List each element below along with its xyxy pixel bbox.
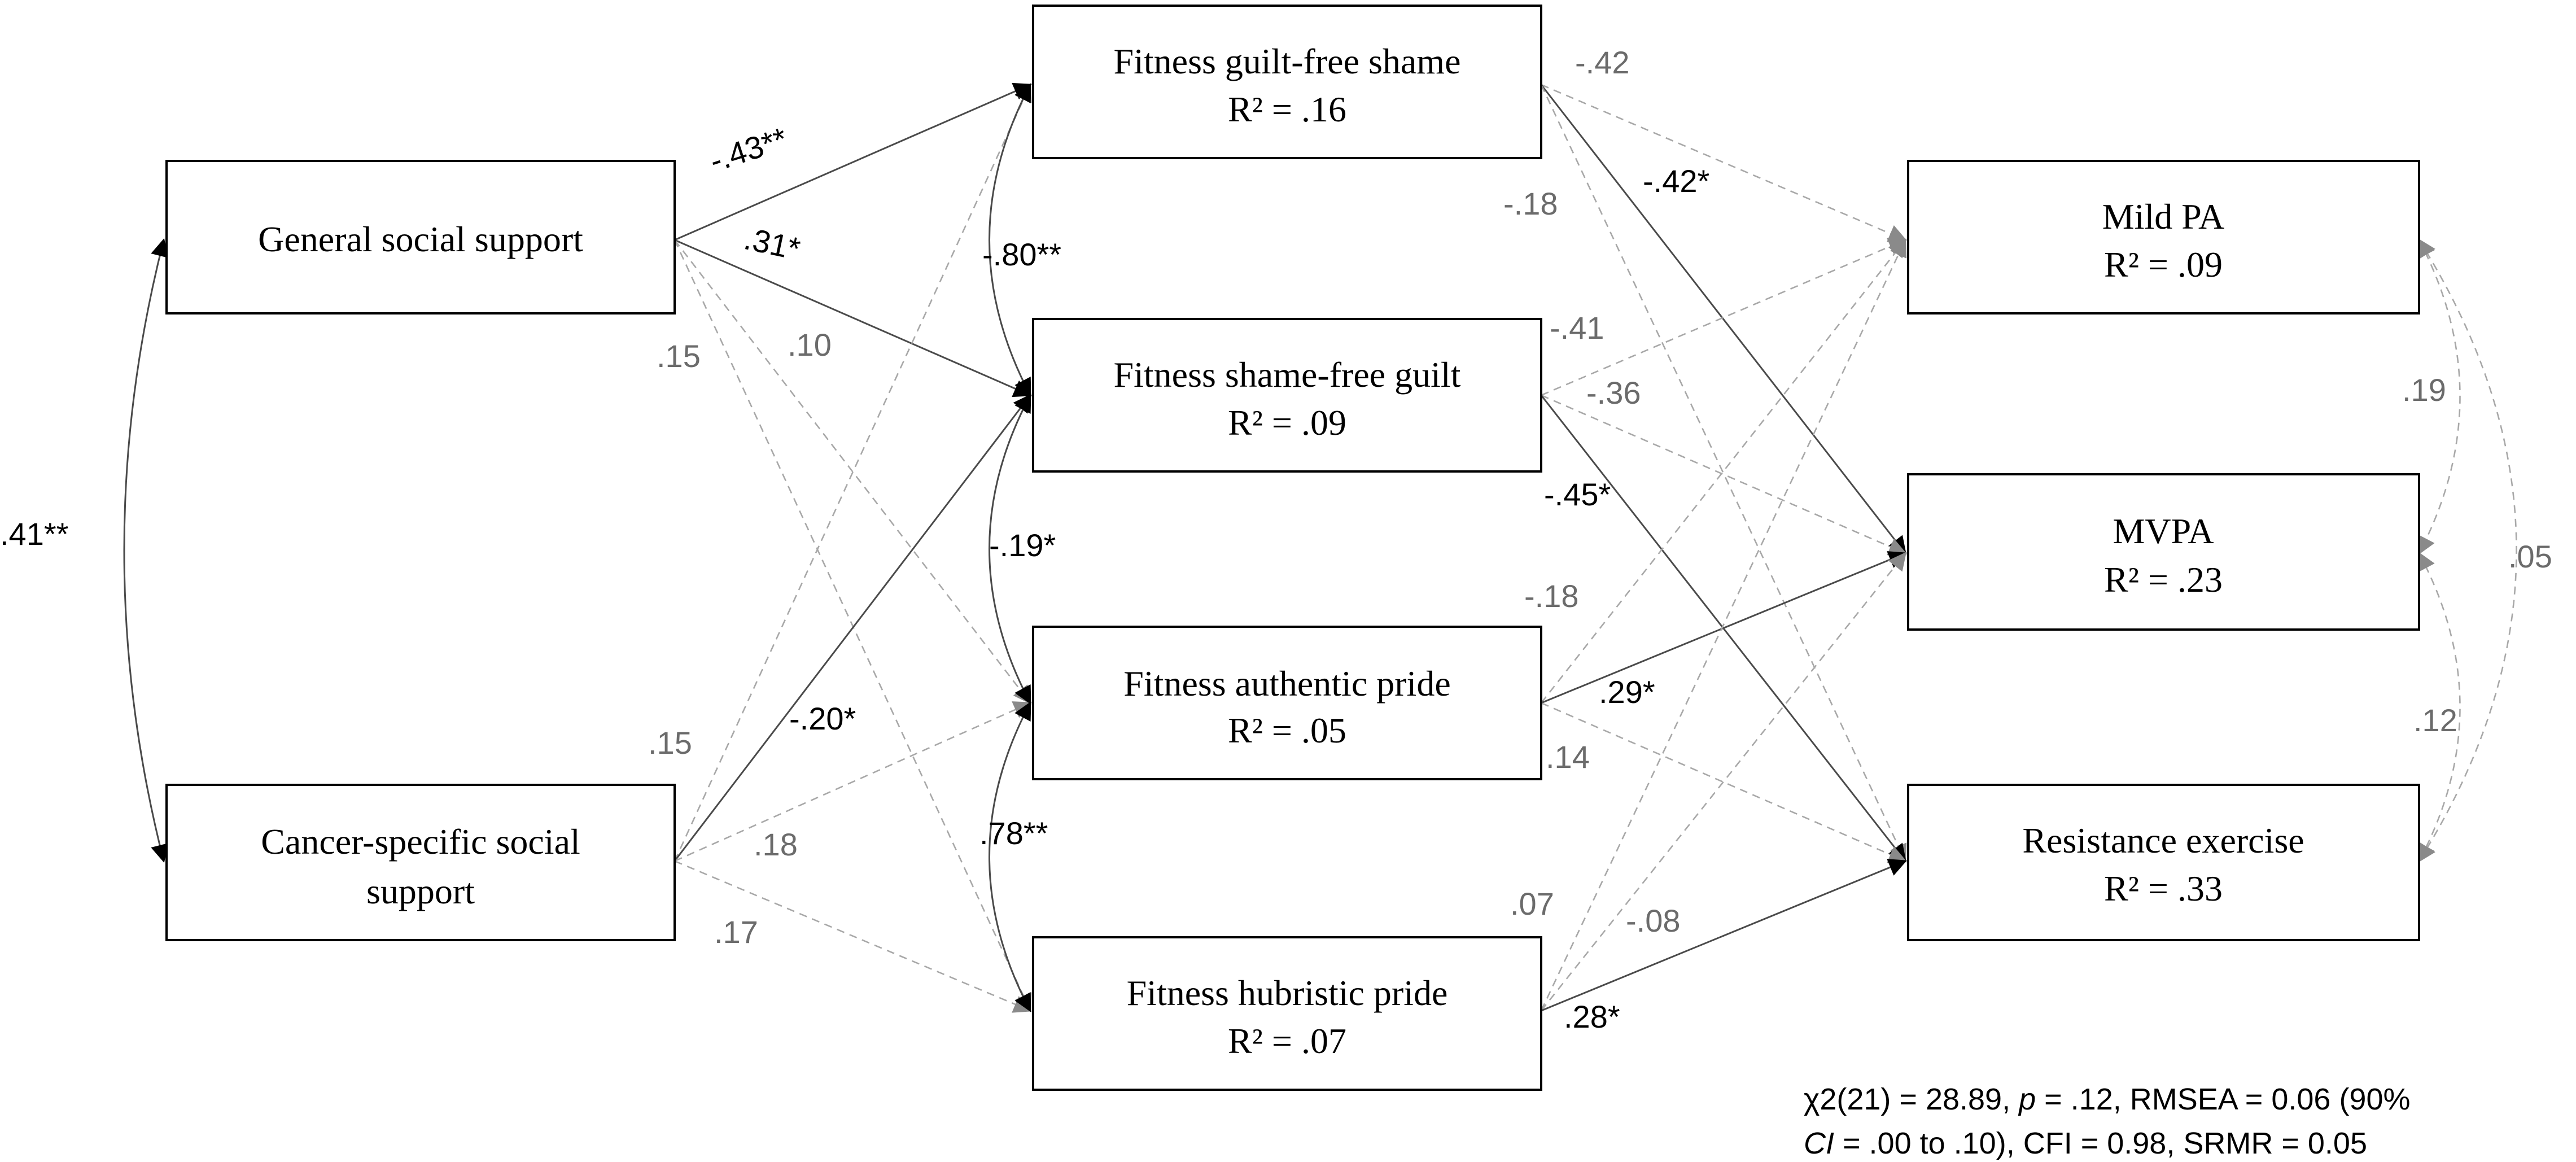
coef-general-to-guilt: .31*	[741, 220, 804, 267]
coef-hubristic-to-resistance: .28*	[1564, 999, 1620, 1034]
coef-shame-to-resistance: -.18	[1503, 186, 1558, 221]
coef-mild-mvpa-covar: .19	[2402, 372, 2446, 408]
node-mvpa: MVPA R² = .23	[1907, 473, 2420, 631]
coef-cancer-to-authentic: .18	[754, 827, 798, 862]
path-cancer-to-authentic	[674, 701, 1032, 862]
coef-guilt-to-mvpa: -.36	[1586, 375, 1641, 410]
node-shame-label: Fitness guilt-free shame	[1114, 41, 1461, 81]
path-general-to-authentic	[673, 239, 1031, 705]
covar-shame-guilt	[989, 83, 1031, 397]
node-authentic-r2: R² = .05	[1228, 710, 1346, 750]
node-authentic-label: Fitness authentic pride	[1123, 663, 1450, 704]
node-mild-r2: R² = .09	[2104, 244, 2223, 285]
coef-cancer-to-hubristic: .17	[714, 914, 758, 950]
coef-mvpa-resistance-covar: .12	[2413, 702, 2457, 738]
node-mild-label: Mild PA	[2102, 196, 2224, 237]
covar-mild-mvpa	[2418, 238, 2461, 555]
node-general-social-support-label: General social support	[258, 219, 583, 259]
coef-guilt-authentic-covar: -.19*	[989, 527, 1056, 563]
coef-shame-to-mild: -.42	[1575, 45, 1630, 80]
node-fitness-guilt-free-shame: Fitness guilt-free shame R² = .16	[1032, 5, 1542, 159]
node-fitness-authentic-pride: Fitness authentic pride R² = .05	[1032, 626, 1542, 780]
coef-hubristic-to-mvpa: -.08	[1626, 903, 1681, 938]
node-mild-pa: Mild PA R² = .09	[1907, 160, 2420, 314]
node-resistance-r2: R² = .33	[2104, 868, 2223, 908]
node-cancer-support-line1: Cancer-specific social	[261, 822, 580, 862]
covar-guilt-authentic	[989, 394, 1031, 705]
node-fitness-hubristic-pride: Fitness hubristic pride R² = .07	[1032, 936, 1542, 1091]
node-mvpa-r2: R² = .23	[2104, 560, 2223, 600]
coef-guilt-to-resistance: -.45*	[1544, 477, 1611, 512]
coef-general-to-shame: -.43**	[705, 120, 791, 178]
coef-cancer-to-shame: .15	[648, 725, 692, 761]
fit-stats-line1-p: p	[2018, 1082, 2036, 1116]
node-cancer-specific-social-support: Cancer-specific social support	[165, 784, 676, 941]
coef-authentic-to-resistance: .14	[1546, 739, 1590, 775]
covar-mild-resistance	[2418, 238, 2517, 863]
node-hubristic-label: Fitness hubristic pride	[1127, 973, 1448, 1013]
path-cancer-to-hubristic	[674, 860, 1032, 1013]
coef-authentic-hubristic-covar: .78**	[979, 815, 1048, 851]
node-mvpa-label: MVPA	[2113, 511, 2214, 551]
coef-shame-guilt-covar: -.80**	[982, 237, 1061, 272]
node-guilt-label: Fitness shame-free guilt	[1114, 355, 1461, 395]
path-general-to-hubristic	[673, 239, 1032, 1012]
path-shame-to-resistance	[1540, 84, 1907, 863]
coef-general-cancer-covar: .41**	[0, 516, 68, 552]
fit-stats-line1: χ2(21) = 28.89, p = .12, RMSEA = 0.06 (9…	[1804, 1082, 2411, 1116]
node-resistance-label: Resistance exercise	[2022, 820, 2304, 860]
coef-guilt-to-mild: -.41	[1550, 310, 1604, 346]
fit-stats-line2-ci: CI	[1804, 1126, 1834, 1160]
path-guilt-to-mild	[1541, 238, 1907, 396]
coef-authentic-to-mild: -.18	[1524, 578, 1579, 614]
fit-stats-line2: CI = .00 to .10), CFI = 0.98, SRMR = 0.0…	[1804, 1126, 2367, 1160]
path-shame-to-mild	[1541, 84, 1907, 242]
fit-stats-line1-b: = .12, RMSEA = 0.06 (90%	[2036, 1082, 2410, 1116]
path-hubristic-to-mild	[1540, 238, 1907, 1011]
path-hubristic-to-mvpa	[1540, 552, 1906, 1011]
covar-mvpa-resistance	[2418, 552, 2461, 863]
path-guilt-to-mvpa	[1541, 394, 1907, 556]
path-cancer-to-shame	[673, 83, 1032, 862]
fit-stats-line2-b: = .00 to .10), CFI = 0.98, SRMR = 0.05	[1834, 1126, 2367, 1160]
coef-shame-to-mvpa: -.42*	[1643, 163, 1709, 199]
coef-general-to-authentic: .10	[788, 327, 832, 362]
node-hubristic-r2: R² = .07	[1228, 1021, 1346, 1061]
node-fitness-shame-free-guilt: Fitness shame-free guilt R² = .09	[1032, 318, 1542, 473]
node-general-social-support: General social support	[165, 160, 676, 314]
coef-mild-resistance-covar: .05	[2508, 539, 2552, 574]
fit-stats-line1-a: χ2(21) = 28.89,	[1804, 1082, 2019, 1116]
node-resistance-exercise: Resistance exercise R² = .33	[1907, 784, 2420, 941]
path-general-to-shame	[674, 82, 1032, 241]
path-shame-to-mvpa	[1540, 84, 1906, 555]
path-cancer-to-guilt	[673, 394, 1031, 862]
path-hubristic-to-resistance	[1541, 859, 1907, 1012]
coef-authentic-to-mvpa: .29*	[1599, 674, 1655, 710]
node-shame-r2: R² = .16	[1228, 89, 1346, 129]
path-authentic-to-resistance	[1541, 702, 1907, 863]
covar-authentic-hubristic	[989, 701, 1031, 1012]
path-general-to-guilt	[674, 239, 1032, 397]
path-authentic-to-mild	[1540, 238, 1906, 704]
covar-general-cancer	[123, 238, 169, 863]
coef-general-to-hubristic: .15	[657, 338, 701, 374]
coef-hubristic-to-mild: .07	[1510, 886, 1554, 921]
path-authentic-to-mvpa	[1541, 551, 1907, 704]
node-cancer-support-line2: support	[366, 871, 475, 911]
coef-cancer-to-guilt: -.20*	[789, 701, 856, 736]
node-guilt-r2: R² = .09	[1228, 403, 1346, 443]
